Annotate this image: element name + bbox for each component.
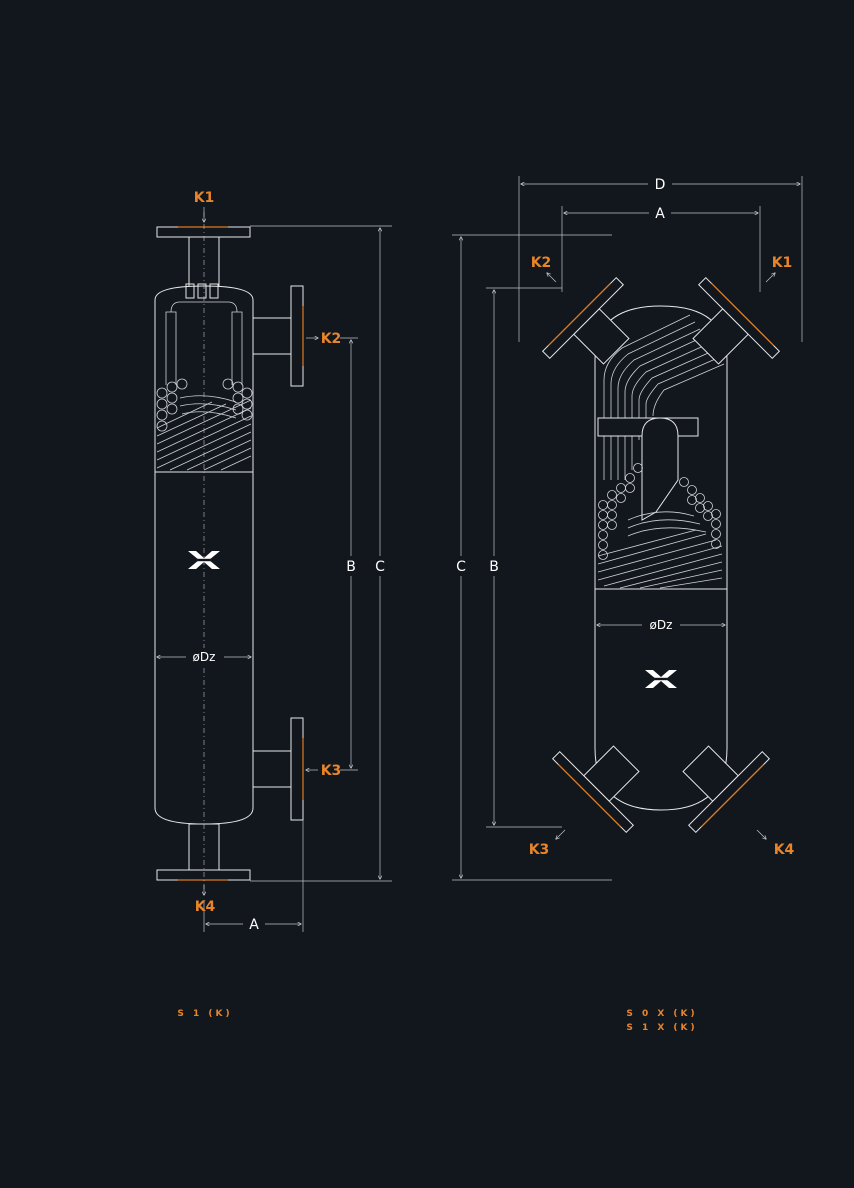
right-unit-caption-line1: S 0 X (K) [626,1009,697,1019]
right-dim-a: A [655,206,665,222]
right-k4-label: K4 [774,842,795,858]
left-unit: K1 K2 K3 K4 B C øDz A S 1 (K) [154,190,392,1019]
left-dim-c: C [375,559,385,575]
right-k2-label: K2 [531,255,552,271]
right-dim-d: D [655,177,666,193]
left-dim-a: A [249,917,259,933]
right-unit: D A C B øDz K2 K1 K3 K4 S 0 X (K) S 1 X … [450,174,803,1033]
right-k1-label: K1 [772,255,793,271]
left-top-flange [156,226,251,238]
right-dim-dz: øDz [650,618,673,632]
left-k4-label: K4 [195,899,216,915]
left-k1-label: K1 [194,190,215,206]
left-k3-flange [290,717,304,821]
right-k3-label: K3 [529,842,550,858]
left-unit-caption: S 1 (K) [177,1009,232,1019]
left-dim-dz: øDz [193,650,216,664]
right-tube-bundle [597,314,725,589]
left-dim-b: B [346,559,356,575]
right-dim-c: C [456,559,466,575]
right-unit-caption-line2: S 1 X (K) [626,1023,697,1033]
left-bottom-flange [156,869,251,881]
right-dim-b: B [489,559,499,575]
left-k2-label: K2 [321,331,342,347]
left-k3-label: K3 [321,763,342,779]
left-k2-flange [290,285,304,387]
